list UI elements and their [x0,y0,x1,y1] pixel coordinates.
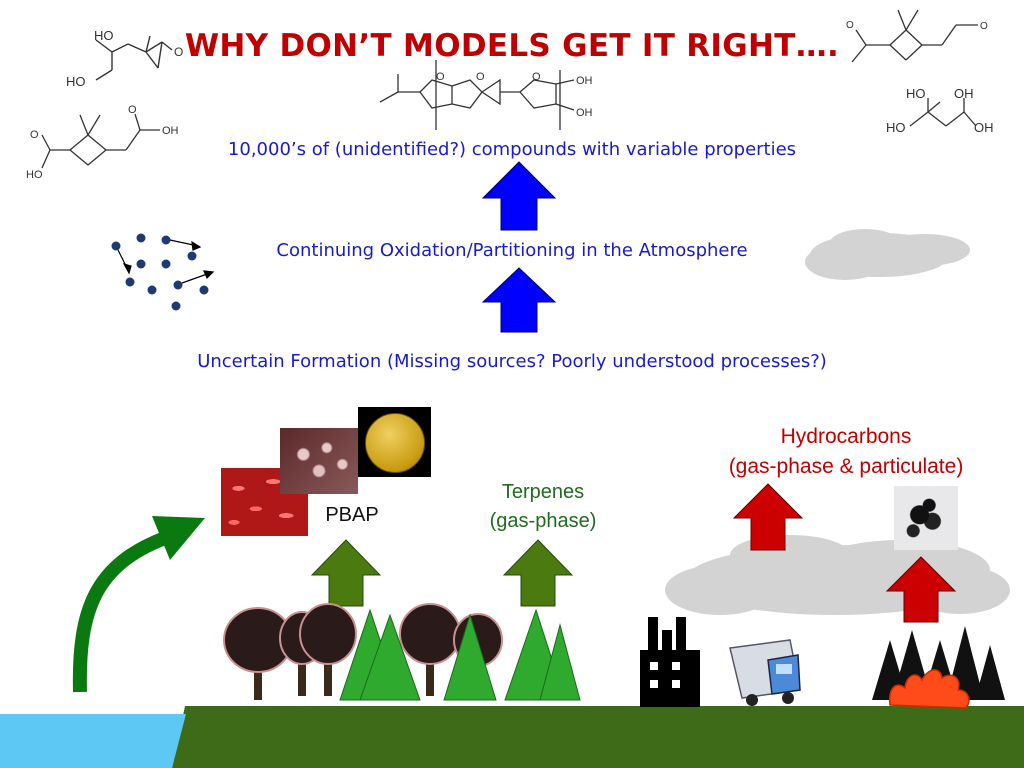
atom-label: O [846,20,854,31]
molecule-epoxide-diol-icon [95,35,173,81]
atom-label: HO [26,169,43,181]
molecule-tetrol-icon [909,98,977,127]
atom-label: OH [954,86,974,101]
atom-label: OH [162,125,179,137]
molecule-cyclobutane-diacid-icon [41,113,160,169]
atom-label: O [174,45,183,59]
atom-label: HO [66,74,86,89]
cloud-small-icon [805,229,970,280]
level-top-text: 10,000’s of (unidentified?) compounds wi… [227,139,797,160]
terpenes-label: Terpenes (gas-phase) [458,478,628,536]
spores-photo [280,428,358,494]
conifer-trees-icon [339,608,581,701]
atom-label: O [30,129,39,141]
atom-label: OH [576,107,593,119]
arrow-up-blue-top-icon [481,161,557,231]
hydrocarbons-label: Hydrocarbons (gas-phase & particulate) [696,422,996,482]
pollen-photo [358,407,431,477]
atom-label: O [532,71,541,83]
water [0,714,186,768]
slide-title: WHY DON’T MODELS GET IT RIGHT…. [184,28,840,64]
hydrocarbons-label-line2: (gas-phase & particulate) [728,455,964,478]
atom-label: O [436,71,445,83]
soot-particle-photo [894,486,958,550]
atom-label: OH [974,120,994,135]
level-middle-text: Continuing Oxidation/Partitioning in the… [276,240,748,261]
molecule-dioxolane-oligomer-icon [379,60,575,130]
terpenes-label-line1: Terpenes [501,481,585,503]
atom-label: O [476,71,485,83]
ground [172,706,1024,768]
arrow-up-red-lower-icon [885,556,957,623]
arrow-up-red-upper-icon [732,483,804,551]
atom-label: HO [886,120,906,135]
hydrocarbons-label-line1: Hydrocarbons [780,425,912,448]
particles-icon [111,233,209,311]
curved-arrow-green-icon [72,531,168,693]
cloud-large-icon [665,535,1010,615]
atom-label: O [128,104,137,116]
atom-label: OH [576,75,593,87]
terpenes-label-line2: (gas-phase) [489,510,597,532]
factory-icon [640,617,700,707]
pbap-label: PBAP [325,504,379,526]
fire-icon [888,669,970,709]
arrow-up-blue-bottom-icon [481,267,557,333]
level-bottom-text: Uncertain Formation (Missing sources? Po… [197,351,827,372]
truck-icon [729,639,801,706]
molecule-pinonaldehyde-icon [851,9,978,63]
atom-label: HO [906,86,926,101]
atom-label: O [980,21,988,32]
arrow-up-green-terpenes-icon [502,539,574,607]
atom-label: HO [94,28,114,43]
arrow-up-green-pbap-icon [310,539,382,607]
